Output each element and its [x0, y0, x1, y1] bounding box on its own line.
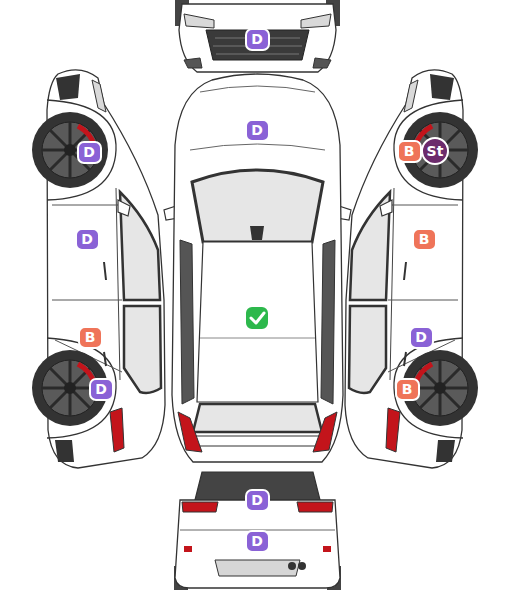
diffuser — [215, 560, 300, 576]
badge-code: D — [81, 232, 93, 246]
badge-code: D — [83, 145, 95, 159]
front-body — [179, 4, 336, 72]
check-mark — [251, 313, 264, 323]
roof-line — [200, 338, 315, 339]
roof — [197, 242, 318, 402]
badge-code: B — [404, 144, 415, 158]
front-headlight — [184, 14, 331, 28]
damage-badge: D — [245, 119, 270, 142]
damage-badge: B — [78, 326, 103, 349]
badge-code: B — [419, 232, 430, 246]
badge-code: D — [251, 534, 263, 548]
damage-badge: D — [89, 378, 114, 401]
side-glass — [180, 240, 335, 404]
badge-code: D — [95, 382, 107, 396]
damage-badge: B — [395, 378, 420, 401]
rear-body — [175, 500, 340, 588]
badge-code: B — [402, 382, 413, 396]
badge-code: B — [85, 330, 96, 344]
badge-code: D — [251, 32, 263, 46]
tail-light — [178, 412, 337, 452]
badge-code: D — [415, 330, 427, 344]
damage-badge: St — [421, 137, 449, 165]
damage-badge: D — [77, 141, 102, 164]
windshield — [192, 170, 323, 242]
front-view — [175, 0, 340, 72]
check-badge — [245, 306, 269, 330]
rear-window — [193, 404, 322, 432]
damage-badge: D — [245, 530, 270, 553]
damage-badge: B — [397, 140, 422, 163]
damage-badge: D — [245, 28, 270, 51]
damage-badge: D — [409, 326, 434, 349]
left-side-view — [32, 70, 165, 468]
damage-badge: D — [75, 228, 100, 251]
top-body — [172, 74, 343, 462]
fog-light — [184, 58, 331, 68]
badge-code: D — [251, 123, 263, 137]
hood-line — [190, 86, 325, 150]
antenna — [250, 226, 264, 240]
damage-badge: D — [245, 489, 270, 512]
rear-view — [174, 472, 341, 590]
damage-badge: B — [412, 228, 437, 251]
badge-code: D — [251, 493, 263, 507]
right-side-view — [345, 70, 478, 468]
top-view — [164, 74, 351, 462]
exhaust — [298, 562, 306, 570]
front-grille — [206, 30, 309, 60]
badge-code: St — [427, 144, 444, 158]
exhaust — [288, 562, 296, 570]
spoiler — [193, 436, 322, 446]
